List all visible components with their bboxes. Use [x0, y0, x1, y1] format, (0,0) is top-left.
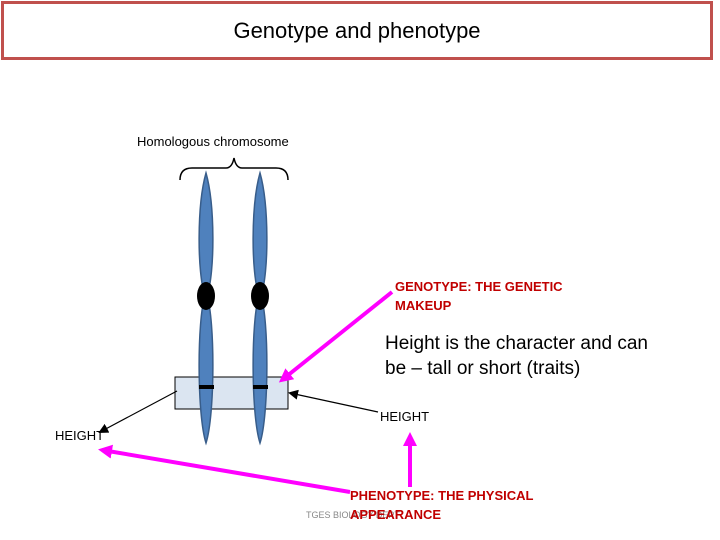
character-line-2: be – tall or short (traits) — [385, 358, 581, 379]
centromere-right-icon — [251, 282, 269, 310]
arrow-height-left — [98, 390, 178, 433]
genotype-label: GENOTYPE: THE GENETIC MAKEUP — [395, 277, 563, 315]
height-label-right: HEIGHT — [380, 409, 430, 424]
arrow-genotype — [278, 290, 394, 383]
genotype-line-1: GENOTYPE: THE GENETIC — [395, 279, 563, 294]
chromosome-left — [197, 170, 215, 446]
slide-title: Genotype and phenotype — [233, 17, 481, 43]
genotype-line-2: MAKEUP — [395, 298, 452, 313]
phenotype-label: PHENOTYPE: THE PHYSICAL APPEARANCE — [350, 486, 533, 524]
centromere-left-icon — [197, 282, 215, 310]
arrow-height-right — [288, 389, 379, 413]
phenotype-line-2: APPEARANCE — [350, 507, 442, 522]
curly-brace-icon — [179, 157, 289, 181]
character-line-1: Height is the character and can — [385, 333, 648, 354]
character-note: Height is the character and can be – tal… — [385, 331, 648, 381]
title-box: Genotype and phenotype — [1, 1, 713, 60]
phenotype-line-1: PHENOTYPE: THE PHYSICAL — [350, 488, 534, 503]
arrow-phenotype-to-left — [98, 444, 351, 494]
height-label-left: HEIGHT — [55, 428, 105, 443]
homologous-label: Homologous chromosome — [137, 134, 289, 149]
locus-box — [174, 376, 289, 410]
chromosome-right — [251, 170, 269, 446]
footer-text: TGES BIOLOGY DEPT — [306, 510, 400, 520]
